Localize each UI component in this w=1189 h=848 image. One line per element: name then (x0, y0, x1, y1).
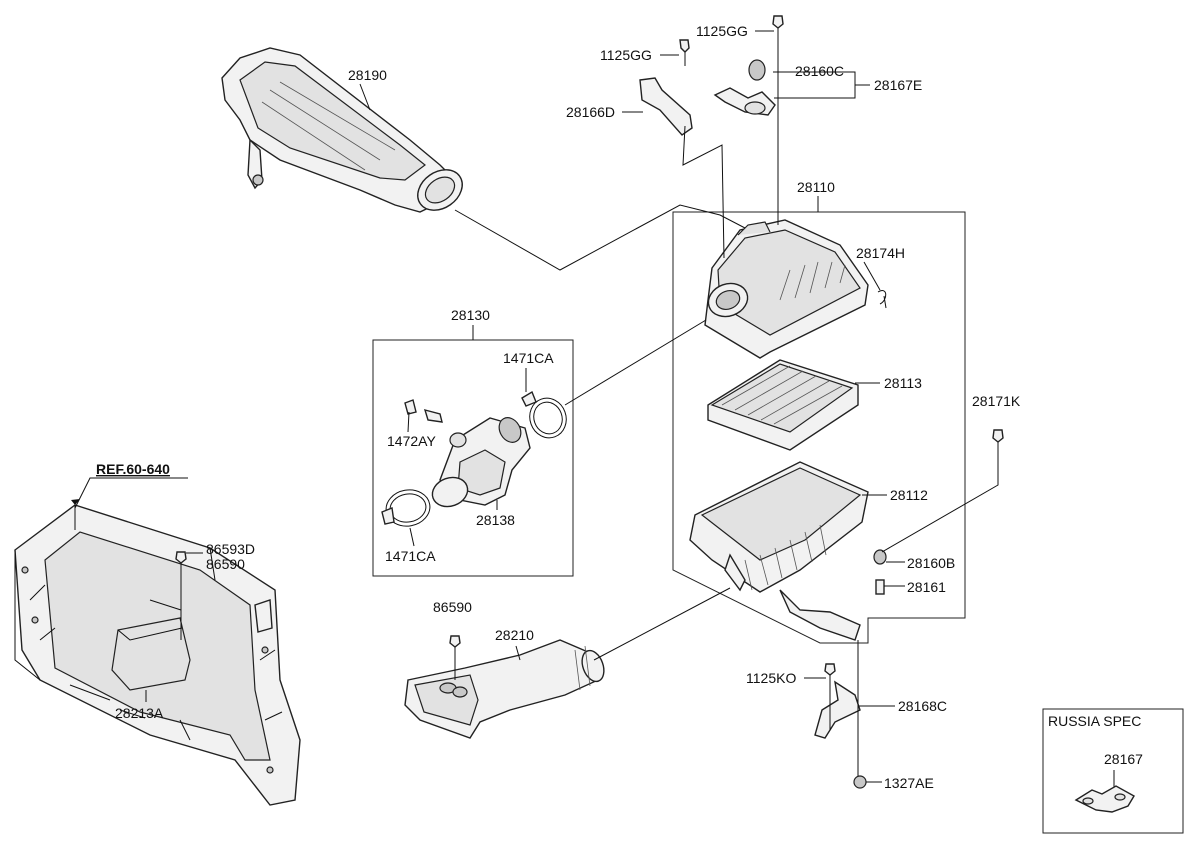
label-28190: 28190 (348, 67, 387, 83)
label-28174h: 28174H (856, 245, 905, 261)
label-1472ay: 1472AY (387, 433, 436, 449)
label-28160c: 28160C (795, 63, 844, 79)
russia-spec-inset: RUSSIA SPEC 28167 (1042, 708, 1184, 834)
leader-lines (71, 30, 999, 783)
label-86590-right: 86590 (433, 599, 472, 615)
intake-hose-28210 (404, 635, 605, 739)
label-28171k: 28171K (972, 393, 1021, 409)
label-1125ko: 1125KO (746, 670, 796, 686)
russia-spec-part: 28167 (1104, 751, 1143, 767)
label-28112: 28112 (890, 487, 928, 503)
hose-28138-group (381, 390, 567, 527)
label-ref-60-640: REF.60-640 (96, 461, 170, 477)
bracket-28168c (814, 429, 1004, 789)
label-28138: 28138 (476, 512, 515, 528)
label-28167e: 28167E (874, 77, 922, 93)
label-28213a: 28213A (115, 705, 164, 721)
label-28166d: 28166D (566, 104, 615, 120)
label-28210: 28210 (495, 627, 534, 643)
label-28161: 28161 (907, 579, 946, 595)
label-1125gg-left: 1125GG (600, 47, 652, 63)
radiator-support-frame (14, 504, 301, 806)
label-1327ae: 1327AE (884, 775, 934, 791)
label-28168c: 28168C (898, 698, 947, 714)
label-1125gg-right: 1125GG (696, 23, 748, 39)
label-86590-left: 86590 (206, 556, 245, 572)
label-28160b: 28160B (907, 555, 955, 571)
label-28130: 28130 (451, 307, 490, 323)
brackets-top (639, 15, 784, 136)
label-28110: 28110 (797, 179, 835, 195)
group-box-28110 (672, 211, 966, 644)
label-28113: 28113 (884, 375, 922, 391)
russia-spec-title: RUSSIA SPEC (1048, 713, 1141, 729)
label-1471ca-top: 1471CA (503, 350, 554, 366)
label-86593d: 86593D (206, 541, 255, 557)
air-cleaner-box (689, 219, 887, 641)
part-labels: 28190 1125GG 1125GG 28160C 28167E 28166D… (96, 23, 1021, 791)
label-1471ca-bottom: 1471CA (385, 548, 436, 564)
resonator-duct-28190 (221, 47, 463, 213)
